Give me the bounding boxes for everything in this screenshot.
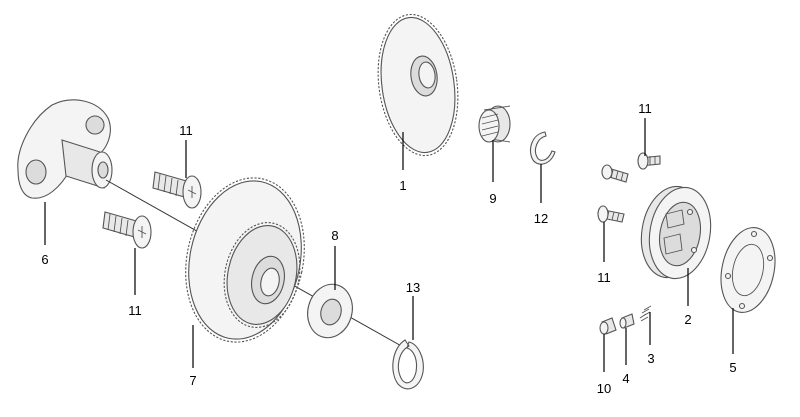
part-6-shaft-bracket [17,99,113,199]
callout-9: 9 [489,191,496,206]
part-11-screw-lower-right [597,205,625,223]
part-1-gear [377,13,459,157]
callout-2: 2 [684,312,691,327]
part-11-screw-top-right [637,152,661,170]
callout-10: 10 [597,381,611,396]
callout-11-top-right: 11 [638,101,652,116]
part-10-roller [599,317,617,335]
callout-1: 1 [399,178,406,193]
callout-11-lower-left: 11 [128,303,142,318]
part-11-screw-middle-right [601,164,629,183]
callout-7: 7 [189,373,196,388]
callout-3: 3 [647,351,654,366]
part-2-clutch-housing [640,185,712,280]
part-9-needle-bearing [478,105,511,143]
callout-11-upper-left: 11 [179,123,193,138]
part-12-circlip [529,131,556,165]
part-5-cover-plate [720,227,776,313]
callout-8: 8 [331,228,338,243]
callout-4: 4 [622,371,629,386]
callout-13: 13 [406,280,420,295]
part-11-screw-lower-left [102,211,152,249]
callout-5: 5 [729,360,736,375]
callout-6: 6 [41,252,48,267]
part-13-snap-ring [392,339,424,390]
part-4-plunger [619,313,635,329]
part-11-screw-upper-left [152,171,202,209]
callout-11-lower-right: 11 [597,270,611,285]
part-7-compound-gear [185,177,305,343]
part-3-spring [639,305,652,322]
part-8-washer [307,283,353,339]
callout-12: 12 [534,211,548,226]
